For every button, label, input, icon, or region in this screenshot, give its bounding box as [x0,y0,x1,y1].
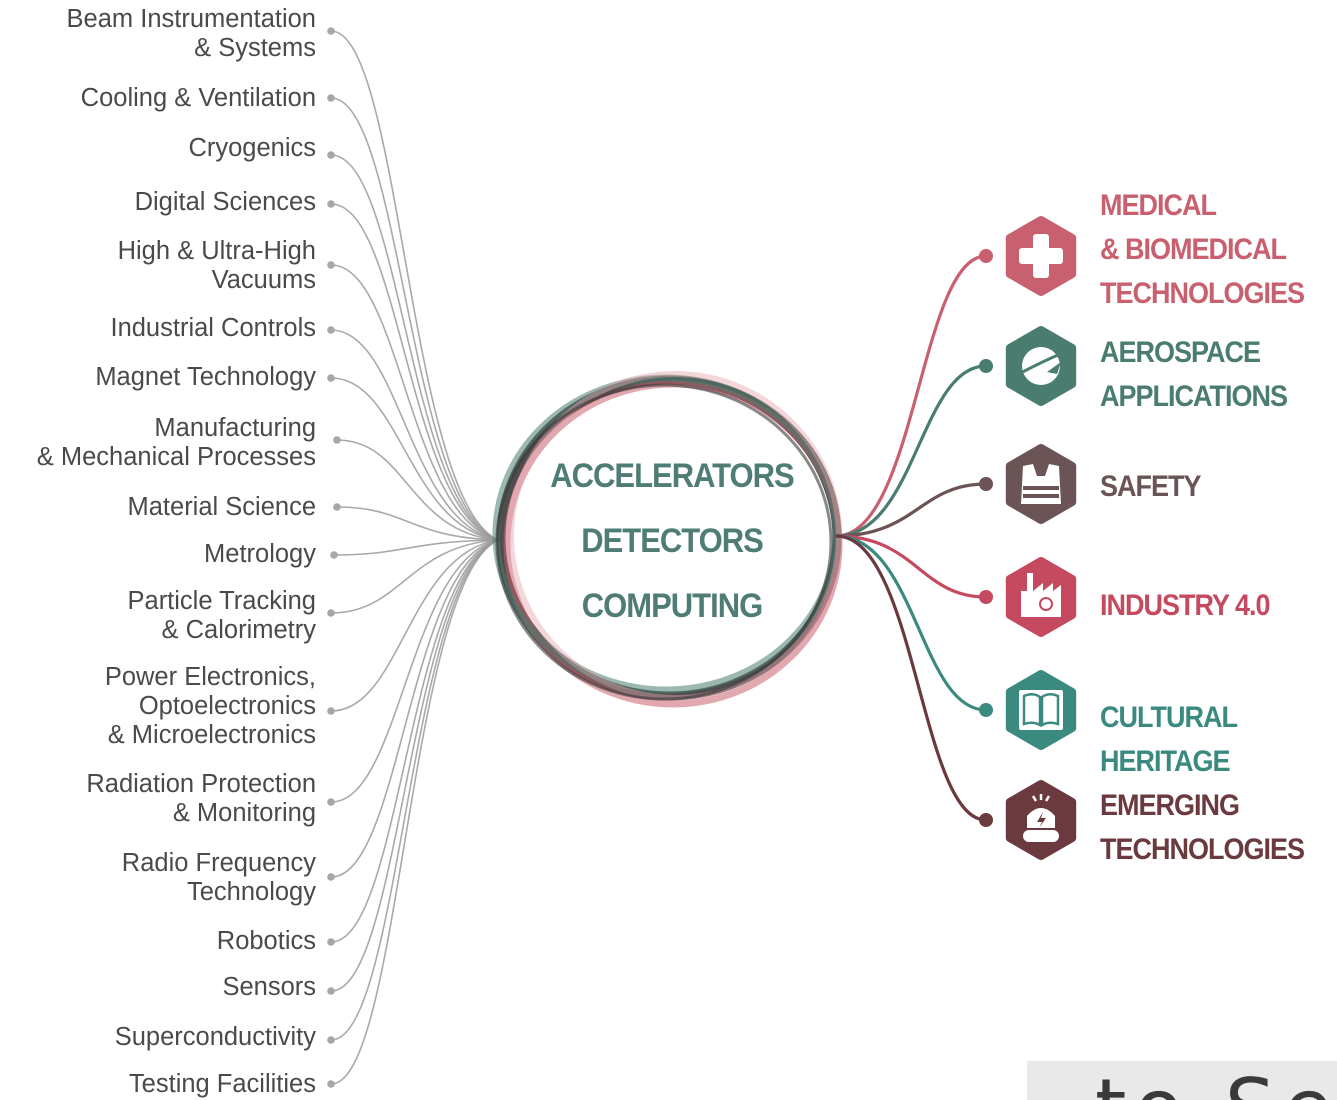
tech-connector-curve [330,539,499,943]
tech-connector-curve [333,539,499,556]
tech-connector-dot [327,987,335,995]
tech-label-particle-tracking: Particle Tracking & Calorimetry [127,587,317,644]
sector-connector-curve [835,254,987,538]
tech-connector-curve [330,539,499,992]
sector-label-aerospace: AEROSPACE APPLICATIONS [1100,335,1288,413]
tech-connector-curve [330,539,499,1085]
tech-label-robotics: Robotics [216,927,316,955]
footer-text: to See [1095,1069,1337,1100]
globe-shape [1022,347,1060,385]
tech-connector-curve [330,264,499,541]
tech-label-radiation-protection: Radiation Protection & Monitoring [86,770,316,827]
tech-connector-dot [330,551,338,559]
sector-connector-dot [979,477,993,491]
hub-label-computing: COMPUTING [581,585,763,626]
hub-label-detectors: DETECTORS [581,520,764,561]
factory-icon [1005,557,1077,637]
tech-label-sensors: Sensors [222,973,316,1001]
tech-connector-dot [333,503,341,511]
book-pages [1022,693,1060,728]
book-icon [1005,670,1077,750]
robot-icon [1005,780,1077,860]
tech-connector-dot [327,1080,335,1088]
tech-label-testing-facilities: Testing Facilities [128,1070,316,1098]
tech-connector-dot [327,326,335,334]
tech-connector-dot [327,151,335,159]
tech-connector-dot [333,436,341,444]
sector-connector-dot [979,703,993,717]
robot-signal [1031,794,1051,802]
tech-connector-dot [327,200,335,208]
tech-connector-curve [330,539,499,1041]
tech-connector-curve [330,203,499,541]
sector-label-industry: INDUSTRY 4.0 [1100,588,1271,622]
tech-label-magnet-technology: Magnet Technology [95,363,316,391]
tech-label-digital-sciences: Digital Sciences [134,188,316,216]
tech-connector-curve [330,329,499,541]
footer-banner: to See [1027,1061,1337,1100]
sector-connector-curve [835,534,987,712]
tech-connector-dot [327,873,335,881]
sector-label-medical: MEDICAL & BIOMEDICAL TECHNOLOGIES [1100,188,1305,310]
tech-connector-dot [327,609,335,617]
hub-label-accelerators: ACCELERATORS [550,455,794,496]
tech-label-material-science: Material Science [127,493,317,521]
tech-connector-curve [330,30,499,541]
sector-connector-dot [979,590,993,604]
medical-cross-icon [1005,216,1077,296]
tech-connector-dot [327,261,335,269]
tech-connector-curve [330,377,499,541]
tech-connector-curve [330,539,499,878]
tech-connector-dot [327,374,335,382]
tech-connector-dot [327,94,335,102]
robot-tracks [1023,830,1059,842]
tech-connector-curve [330,539,499,614]
tech-connector-dot [327,798,335,806]
sector-connector-dot [979,813,993,827]
cross-horizontal-bar [1019,248,1063,264]
tech-label-vacuums: High & Ultra-High Vacuums [117,237,316,294]
sector-connector-dot [979,249,993,263]
tech-connector-dot [327,27,335,35]
tech-connector-curve [330,539,499,712]
sector-connector-dot [979,359,993,373]
bolt-shape [1037,812,1046,828]
sector-connector-curve [835,534,987,822]
tech-label-beam-instrumentation: Beam Instrumentation & Systems [66,5,316,62]
sector-label-emerging: EMERGING TECHNOLOGIES [1100,788,1305,866]
sector-connector-curve [835,482,987,538]
tech-label-superconductivity: Superconductivity [114,1023,316,1051]
atom-shape [1039,597,1053,611]
tech-connector-dot [327,707,335,715]
tech-label-cryogenics: Cryogenics [188,134,316,162]
tech-label-metrology: Metrology [204,540,316,568]
tech-label-cooling-ventilation: Cooling & Ventilation [80,84,316,112]
tech-label-industrial-controls: Industrial Controls [110,314,316,342]
sector-label-safety: SAFETY [1100,469,1202,503]
vest-stripe [1023,494,1059,498]
safety-vest-icon [1005,444,1077,524]
tech-label-radio-frequency: Radio Frequency Technology [121,849,316,906]
tech-connector-dot [327,938,335,946]
tech-connector-curve [336,439,499,541]
tech-connector-curve [330,97,499,541]
tech-label-manufacturing: Manufacturing & Mechanical Processes [36,414,316,471]
sector-label-cultural-heritage: CULTURAL HERITAGE [1100,700,1237,778]
tech-connector-curve [330,539,499,803]
hub-ring [495,383,833,701]
rocket-shape [1047,362,1061,374]
sector-connector-curve [835,364,987,538]
vest-stripe [1023,486,1059,490]
tech-connector-curve [330,154,499,541]
tech-connector-dot [327,1036,335,1044]
tech-label-power-electronics: Power Electronics, Optoelectronics & Mic… [104,663,316,749]
sector-connector-curve [835,534,987,599]
satellite-icon [1005,326,1077,406]
orbit-line [1018,350,1066,376]
tech-connector-curve [336,506,499,541]
